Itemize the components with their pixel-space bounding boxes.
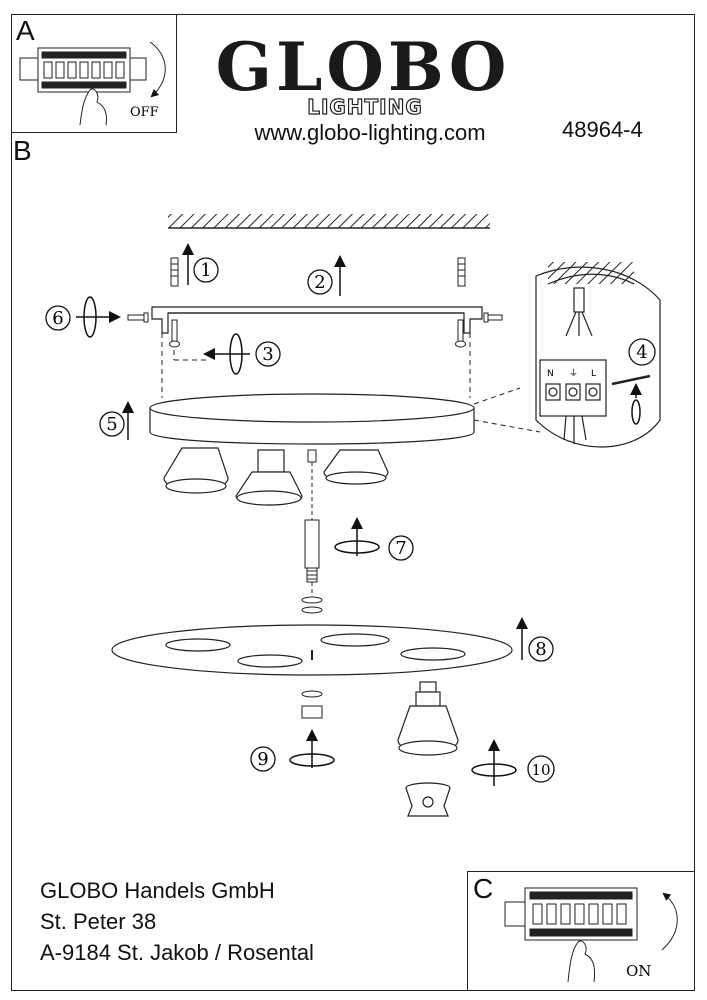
spotlight-right-icon [323, 449, 389, 485]
wire-label-n: N [547, 369, 554, 379]
panel-a-letter: A [16, 15, 35, 46]
wall-plug-right-icon [457, 257, 466, 287]
washer-lower-icon [301, 690, 323, 719]
panel-c-letter: C [473, 873, 494, 904]
step-7-label: 7 [395, 538, 406, 559]
section-b-letter: B [13, 135, 32, 166]
step-1-label: 1 [200, 260, 211, 281]
step-10-label: 10 [531, 761, 550, 779]
side-screw-left-icon [127, 312, 149, 323]
step-2-label: 2 [314, 272, 325, 293]
step-8-label: 8 [535, 639, 546, 660]
brand-sub-logo: LIGHTING [307, 94, 423, 119]
step-9-label: 9 [257, 749, 268, 770]
ceiling-hatch [168, 214, 490, 229]
website-url: www.globo-lighting.com [254, 120, 486, 145]
wire-label-l: L [591, 369, 596, 379]
brand-logo: GLOBO [215, 28, 511, 106]
center-threaded-stud [307, 449, 317, 520]
bulb-socket-icon [405, 782, 451, 817]
mounting-bracket [151, 306, 483, 334]
address-line-2: St. Peter 38 [40, 909, 157, 934]
breaker-panel-a-icon [19, 41, 166, 126]
side-screw-right-icon [483, 312, 503, 323]
address-line-3: A-9184 St. Jakob / Rosental [40, 940, 314, 965]
gu10-bulb-icon [397, 681, 459, 756]
spotlight-middle-icon [235, 449, 303, 506]
alignment-guides [161, 333, 541, 433]
page-frame [11, 14, 695, 991]
extension-rod [304, 519, 320, 596]
bracket-screw-left-icon [169, 319, 180, 348]
wall-plug-left-icon [170, 257, 179, 287]
wire-label-earth: ⏚ [569, 368, 578, 379]
breaker-panel-c-icon [504, 887, 678, 983]
address-line-1: GLOBO Handels GmbH [40, 878, 275, 903]
wiring-detail [535, 262, 661, 448]
step-3-label: 3 [262, 344, 273, 365]
switch-off-label: OFF [130, 105, 159, 120]
bracket-screw-right-icon [455, 319, 466, 348]
arrows [76, 243, 642, 786]
step-4-label: 4 [636, 342, 647, 363]
step-6-label: 6 [52, 308, 63, 329]
switch-on-label: ON [626, 962, 651, 980]
step-markers [45, 257, 656, 783]
washer-upper-icon [301, 596, 323, 614]
company-address: GLOBO Handels GmbH St. Peter 38 A-9184 S… [40, 875, 314, 968]
spotlight-left-icon [163, 447, 229, 494]
step-5-label: 5 [106, 414, 117, 435]
cover-plate [111, 624, 513, 676]
product-code: 48964-4 [562, 117, 643, 142]
canopy-disc [149, 393, 475, 445]
